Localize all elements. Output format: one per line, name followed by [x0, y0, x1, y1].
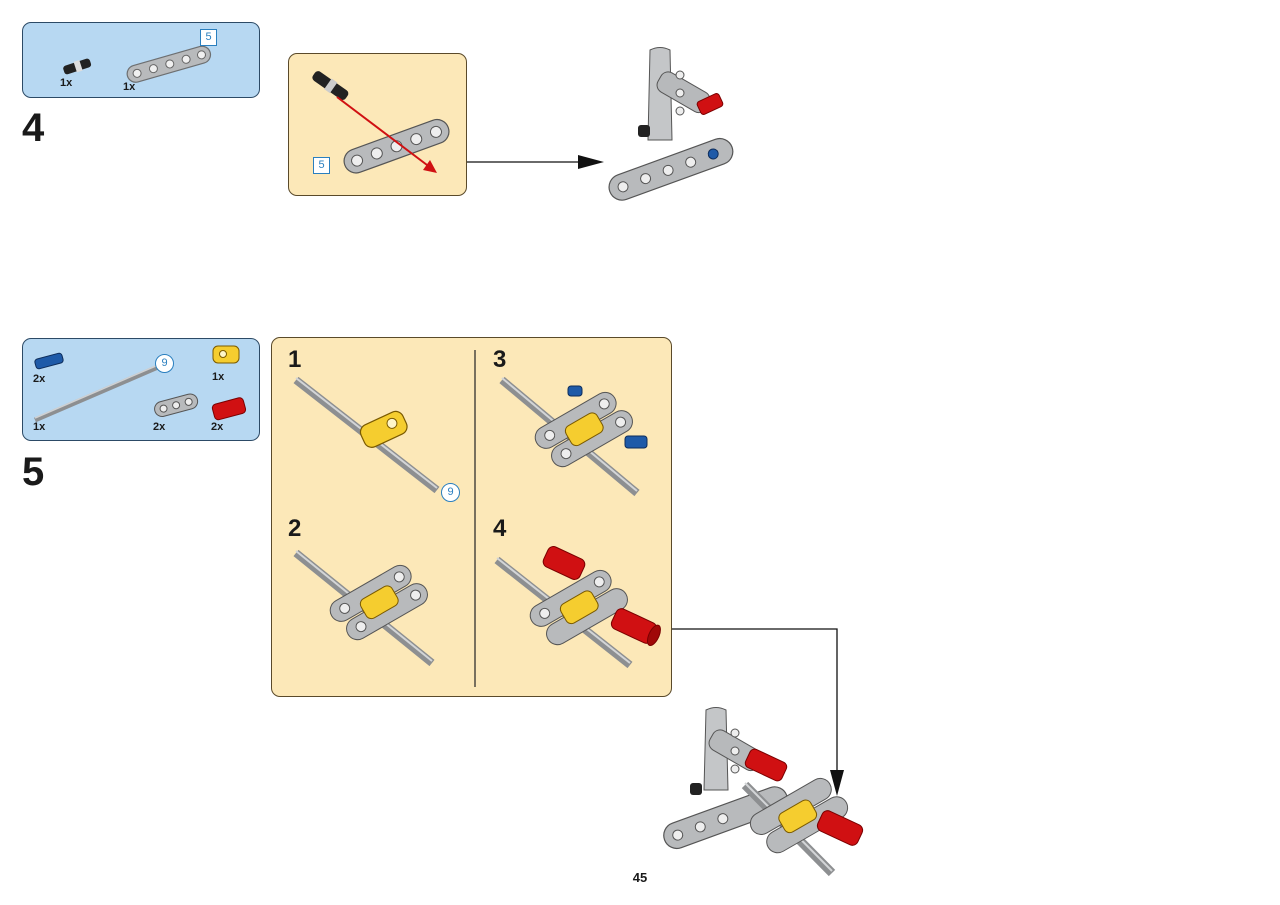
substep1-yellow-block [359, 410, 408, 448]
step-number: 5 [22, 450, 45, 494]
part-qty: 2x [153, 421, 166, 433]
black-pin-part [63, 58, 92, 75]
step5-substeps-illustration [293, 350, 661, 687]
substep-label: 2 [288, 515, 302, 542]
step5-parts-list: 2x 1x 1x 2x 2x 9 [22, 338, 260, 441]
insert-arrow [336, 96, 432, 169]
red-bush-part [211, 397, 247, 421]
part-qty: 1x [123, 81, 136, 93]
substep4-red-bush [542, 546, 586, 580]
beam-5-part [343, 118, 450, 174]
black-pin-part [312, 71, 349, 100]
substep3-beams [534, 391, 633, 468]
step4-callout-panel: 5 [288, 53, 467, 196]
gray-beam-3-part [154, 393, 199, 417]
substep-label: 4 [493, 515, 507, 542]
substep-label: 1 [288, 346, 302, 373]
beam-length-badge: 5 [200, 29, 217, 46]
step4-parts-list: 1x 1x 5 [22, 22, 260, 98]
part-qty: 1x [212, 371, 225, 383]
yellow-cross-block-part [212, 345, 240, 364]
step4-callout-illustration [312, 71, 450, 174]
beam-length-badge: 5 [313, 157, 330, 174]
axle-length-badge: 9 [441, 483, 460, 502]
step-number: 4 [22, 106, 45, 150]
substep3-blue-pin [567, 385, 583, 397]
step5-parts-illustration [34, 345, 247, 423]
substep2-beams [329, 564, 428, 641]
insert-arrowhead [423, 160, 437, 173]
substep-label: 3 [493, 346, 507, 373]
page-number: 45 [632, 870, 648, 885]
substep4-red-bush [610, 608, 661, 646]
blue-axle-pin-part [34, 352, 64, 370]
beam-5-part [126, 45, 212, 83]
step4-parts-illustration [63, 45, 212, 83]
part-qty: 1x [60, 77, 73, 89]
part-qty: 2x [211, 421, 224, 433]
part-qty: 1x [33, 421, 46, 433]
part-qty: 2x [33, 373, 46, 385]
axle-length-badge: 9 [155, 354, 174, 373]
step5-substeps-panel: 1 2 3 4 9 [271, 337, 672, 697]
axle-9-part [34, 364, 159, 423]
substep3-blue-pin [624, 435, 648, 449]
substep4-beams [529, 569, 628, 646]
